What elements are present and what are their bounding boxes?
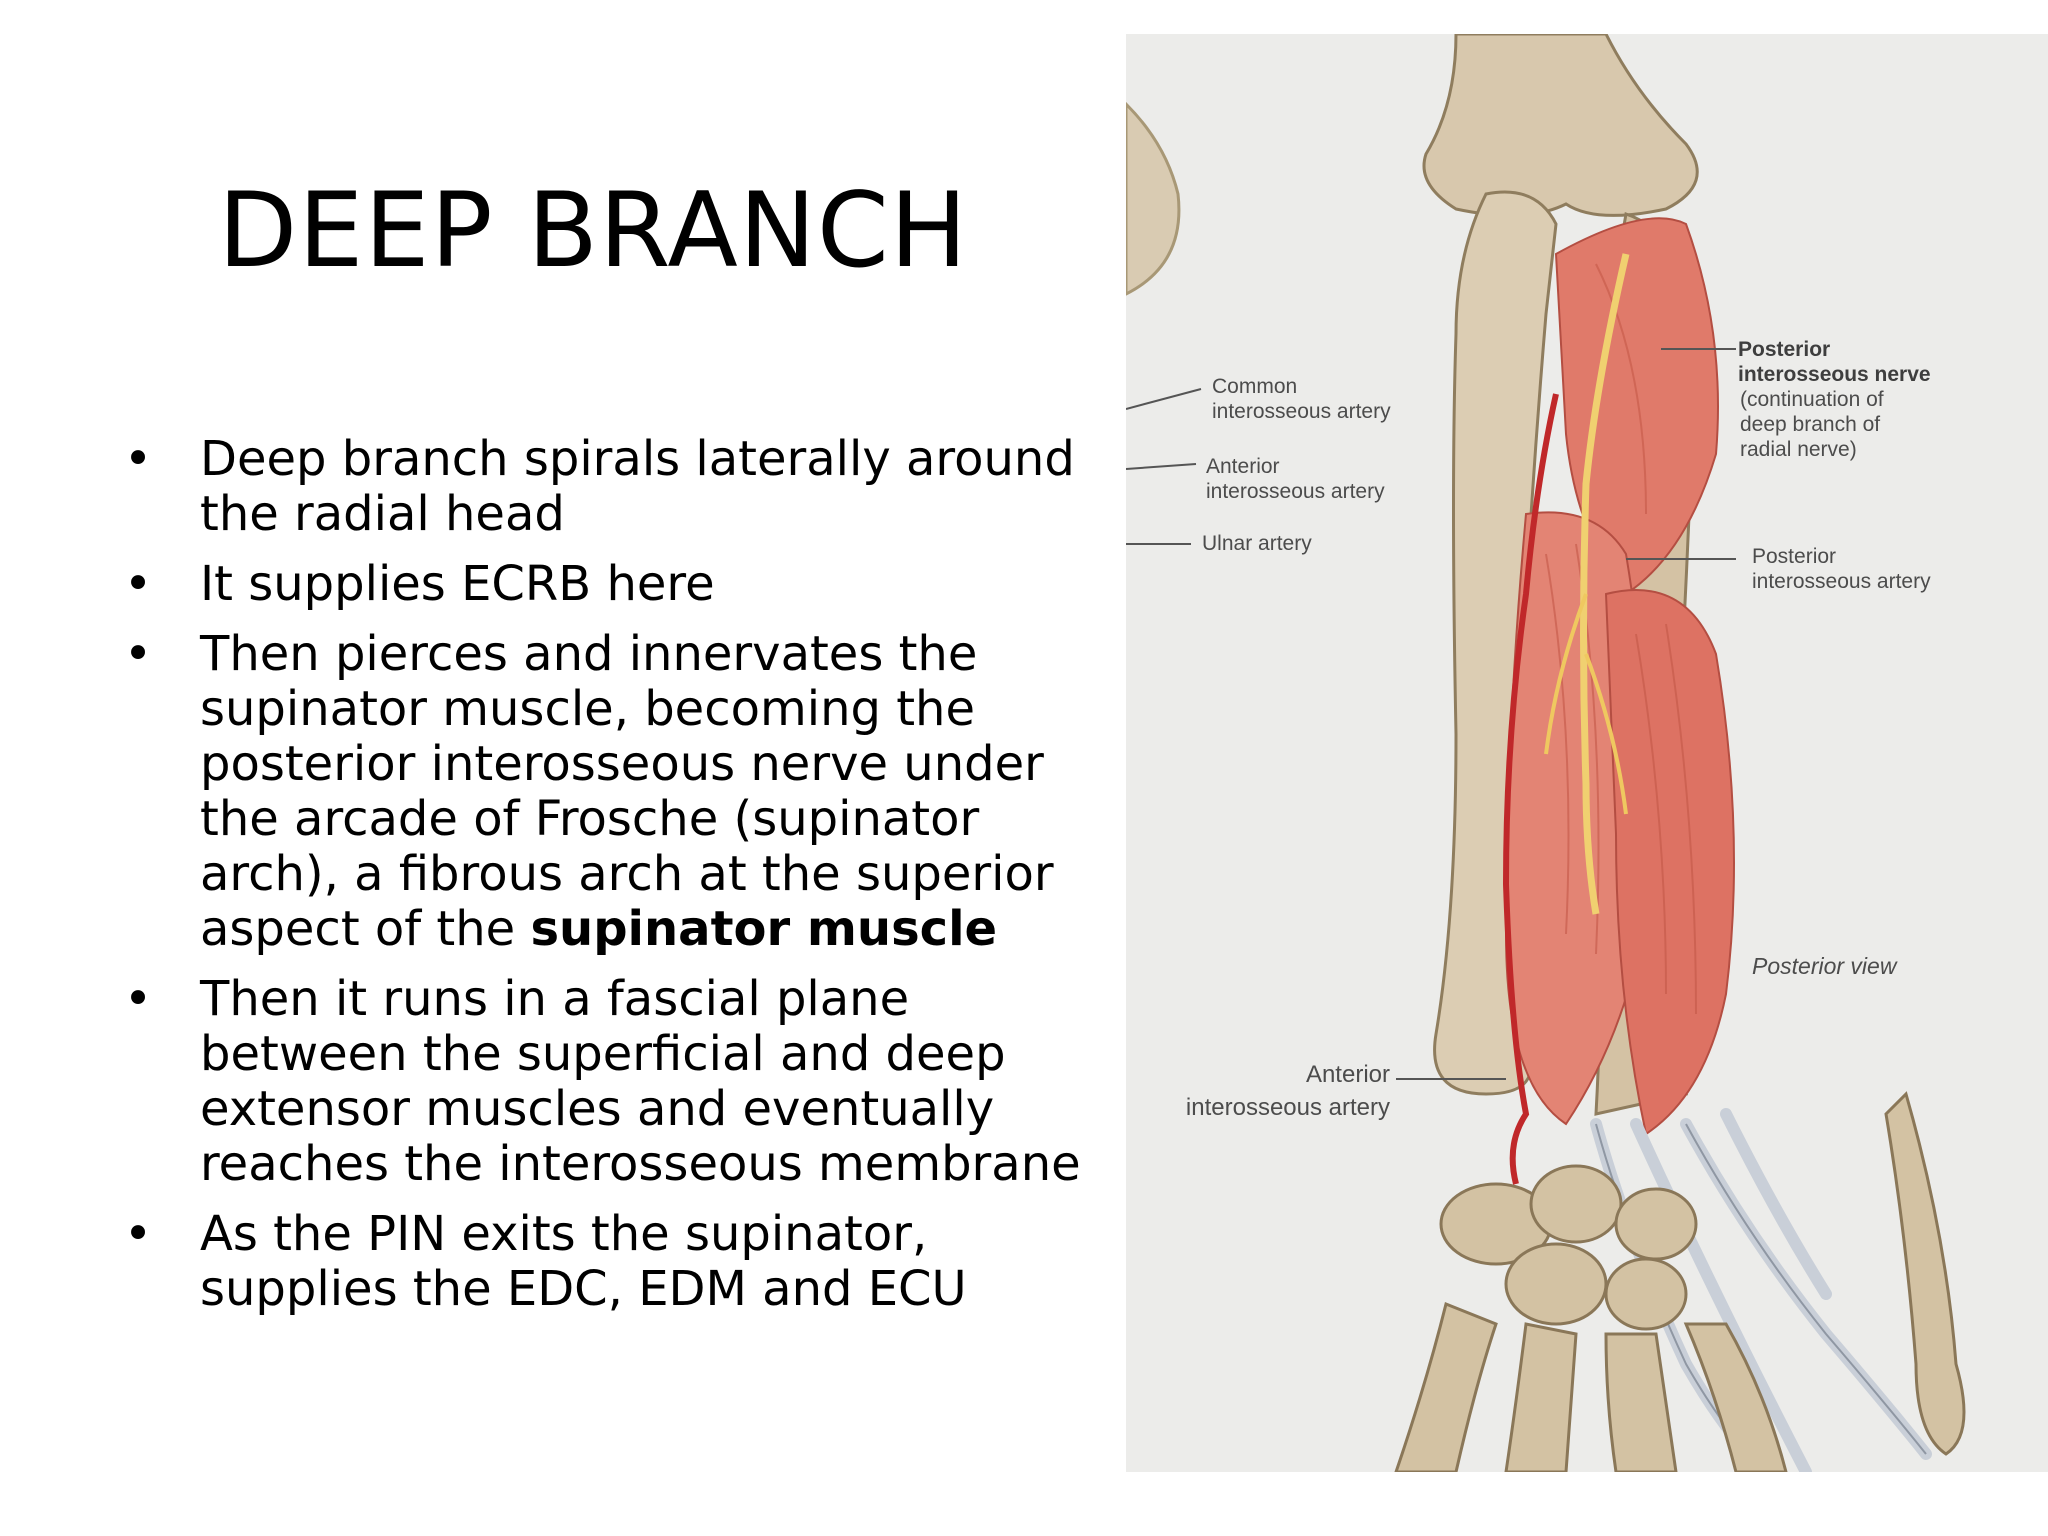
label-line: Posterior — [1738, 338, 1831, 361]
label-line: (continuation of — [1740, 388, 1884, 411]
bullet-list: • Deep branch spirals laterally around t… — [118, 432, 1108, 1332]
label-common-interosseous: Common interosseous artery — [1212, 374, 1391, 424]
label-line: interosseous nerve — [1738, 363, 1931, 386]
label-anterior-interosseous-top: Anterior interosseous artery — [1206, 454, 1385, 504]
label-anterior-interosseous-bottom: Anterior interosseous artery — [1160, 1058, 1390, 1124]
bullet-item: • As the PIN exits the supinator, suppli… — [118, 1207, 1108, 1317]
label-posterior-interosseous-artery: Posterior interosseous artery — [1752, 544, 1931, 594]
bullet-text: It supplies ECRB here — [200, 556, 715, 612]
bullet-item: • Then pierces and innervates the supina… — [118, 627, 1108, 957]
bullet-dot: • — [123, 626, 153, 682]
label-continuation: (continuation of deep branch of radial n… — [1740, 387, 1884, 462]
bullet-item: • Then it runs in a fascial plane betwee… — [118, 972, 1108, 1192]
slide-title: DEEP BRANCH — [218, 171, 969, 291]
bullet-dot: • — [123, 971, 153, 1027]
bullet-text: Deep branch spirals laterally around the… — [200, 431, 1075, 542]
label-posterior-view: Posterior view — [1752, 953, 1897, 979]
label-line: radial nerve) — [1740, 438, 1857, 461]
bullet-text: Then it runs in a fascial plane between … — [200, 971, 1081, 1192]
bullet-item: • It supplies ECRB here — [118, 557, 1108, 612]
bullet-dot: • — [123, 431, 153, 487]
label-line: Posterior — [1752, 545, 1837, 568]
label-line: interosseous artery — [1206, 480, 1385, 503]
label-line: Anterior — [1305, 1061, 1390, 1088]
bullet-dot: • — [123, 1206, 153, 1262]
bullet-text: As the PIN exits the supinator, supplies… — [200, 1206, 967, 1317]
label-posterior-interosseous-nerve: Posterior interosseous nerve — [1738, 337, 1931, 387]
bullet-dot: • — [123, 556, 153, 612]
anatomy-illustration: Common interosseous artery Anterior inte… — [1126, 34, 2048, 1472]
label-line: deep branch of — [1740, 413, 1881, 436]
label-line: interosseous artery — [1752, 570, 1931, 593]
label-line: interosseous artery — [1212, 400, 1391, 423]
label-ulnar-artery: Ulnar artery — [1202, 532, 1312, 555]
bullet-item: • Deep branch spirals laterally around t… — [118, 432, 1108, 542]
label-line: Common — [1212, 375, 1298, 398]
bullet-bold-text: supinator muscle — [530, 901, 998, 957]
forearm-drawing — [1126, 34, 2048, 1472]
bullet-text: Then pierces and innervates the supinato… — [200, 626, 1054, 957]
label-line: interosseous artery — [1185, 1094, 1390, 1121]
label-line: Anterior — [1206, 455, 1280, 478]
